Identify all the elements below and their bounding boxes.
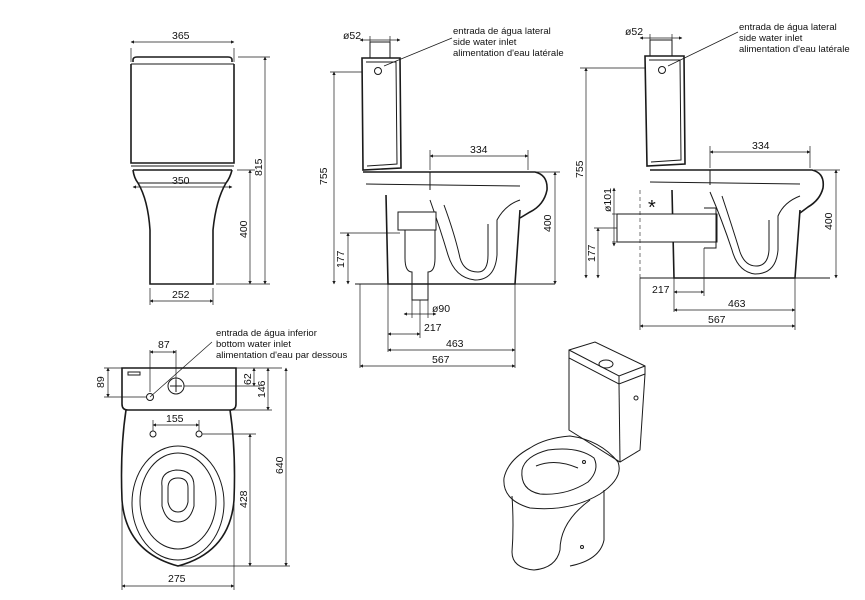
tv-note-2: bottom water inlet: [216, 339, 291, 350]
sl-d567: 567: [432, 354, 450, 366]
sr-outlet-d: ø101: [602, 188, 614, 212]
perspective-view: [503, 341, 646, 571]
sl-d217: 217: [424, 322, 442, 334]
sl-bowl-w: 334: [470, 144, 488, 156]
sl-h-total: 755: [318, 167, 330, 185]
tv-d146: 146: [256, 380, 268, 398]
tv-d89: 89: [95, 376, 107, 388]
sl-d463: 463: [446, 338, 464, 350]
sl-pipe: ø52: [343, 30, 361, 42]
sr-pipe: ø52: [625, 26, 643, 38]
front-h-total: 815: [253, 158, 265, 176]
sr-note-2: side water inlet: [739, 33, 803, 44]
top-view: 87 89 62 146 155 640 428 275 entrada de …: [95, 328, 347, 590]
sr-d217: 217: [652, 284, 670, 296]
tv-note-3: alimentation d'eau par dessous: [216, 350, 347, 361]
sr-note-1: entrada de água lateral: [739, 22, 837, 33]
sl-h-outlet: 177: [335, 250, 347, 268]
tv-d640: 640: [274, 456, 286, 474]
tv-d62: 62: [242, 373, 254, 385]
sr-note-3: alimentation d'eau latérale: [739, 44, 850, 55]
side-view-right: * ø52 entrada de água lateral side water…: [574, 22, 850, 330]
sr-bowl-w: 334: [752, 140, 770, 152]
tv-d428: 428: [238, 490, 250, 508]
sl-note-3: alimentation d'eau latérale: [453, 48, 564, 59]
sl-outlet-d: ø90: [432, 303, 450, 315]
tv-note-1: entrada de água inferior: [216, 328, 317, 339]
side-view-left: ø52 entrada de água lateral side water i…: [318, 26, 564, 368]
front-w-mid: 350: [172, 175, 190, 187]
tv-d275: 275: [168, 573, 186, 585]
sr-h-bowl: 400: [823, 212, 835, 230]
front-view: 365 350 252 815 400: [130, 30, 270, 305]
tv-d155: 155: [166, 413, 184, 425]
sl-note-1: entrada de água lateral: [453, 26, 551, 37]
sr-h-outlet: 177: [586, 244, 598, 262]
tv-d87: 87: [158, 339, 170, 351]
sl-note-2: side water inlet: [453, 37, 517, 48]
front-w-base: 252: [172, 289, 190, 301]
sr-d567: 567: [708, 314, 726, 326]
sl-h-bowl: 400: [542, 214, 554, 232]
front-h-bowl: 400: [238, 220, 250, 238]
sr-h-total: 755: [574, 160, 586, 178]
sr-d463: 463: [728, 298, 746, 310]
front-w-top: 365: [172, 30, 190, 42]
sr-marker: *: [648, 197, 656, 219]
